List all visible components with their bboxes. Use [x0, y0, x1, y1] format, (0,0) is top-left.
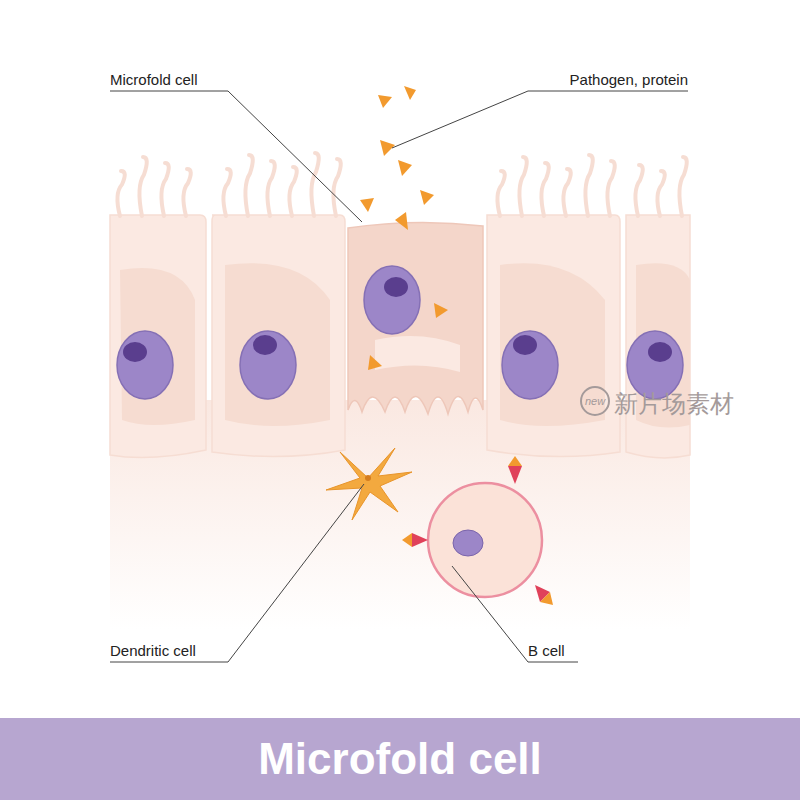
microvillus: [289, 167, 296, 216]
microvillus: [333, 159, 340, 216]
b-cell-nucleus: [453, 530, 483, 556]
microvillus: [585, 155, 592, 216]
leader-lines: [110, 91, 688, 662]
microvillus: [267, 161, 274, 216]
microvillus: [657, 171, 664, 216]
dendritic-nucleus: [365, 475, 371, 481]
title-band: [0, 718, 800, 800]
microvillus: [183, 169, 190, 216]
epithelium: [110, 215, 690, 458]
watermark: new: [585, 395, 605, 407]
nuclei: [117, 266, 683, 399]
part-label: Dendritic cell: [110, 642, 196, 660]
microvillus: [607, 161, 614, 216]
microvillus: [161, 163, 168, 216]
microvillus: [497, 171, 504, 216]
b-cell-receptors: [402, 456, 553, 605]
microfold-cell: [348, 222, 483, 414]
microvillus: [223, 169, 230, 216]
diagram-title: Microfold cell: [258, 734, 542, 784]
pathogens: [360, 86, 448, 370]
b-cell: [428, 483, 542, 597]
microvillus: [117, 171, 124, 216]
microvillus: [541, 163, 548, 216]
microvillus: [519, 157, 526, 216]
microvillus: [139, 157, 146, 216]
watermark-logo: [581, 387, 609, 415]
part-label: Microfold cell: [110, 71, 198, 89]
microvillus: [635, 165, 642, 216]
microvillus: [563, 169, 570, 216]
part-label: Pathogen, protein: [570, 71, 688, 89]
microvilli: [117, 153, 686, 216]
dendritic-cell: [326, 448, 412, 520]
microvillus: [679, 157, 686, 216]
basal-pocket: [375, 336, 460, 372]
microvillus: [311, 153, 318, 216]
microvillus: [245, 155, 252, 216]
watermark: 新片场素材: [614, 388, 734, 420]
part-label: B cell: [528, 642, 565, 660]
